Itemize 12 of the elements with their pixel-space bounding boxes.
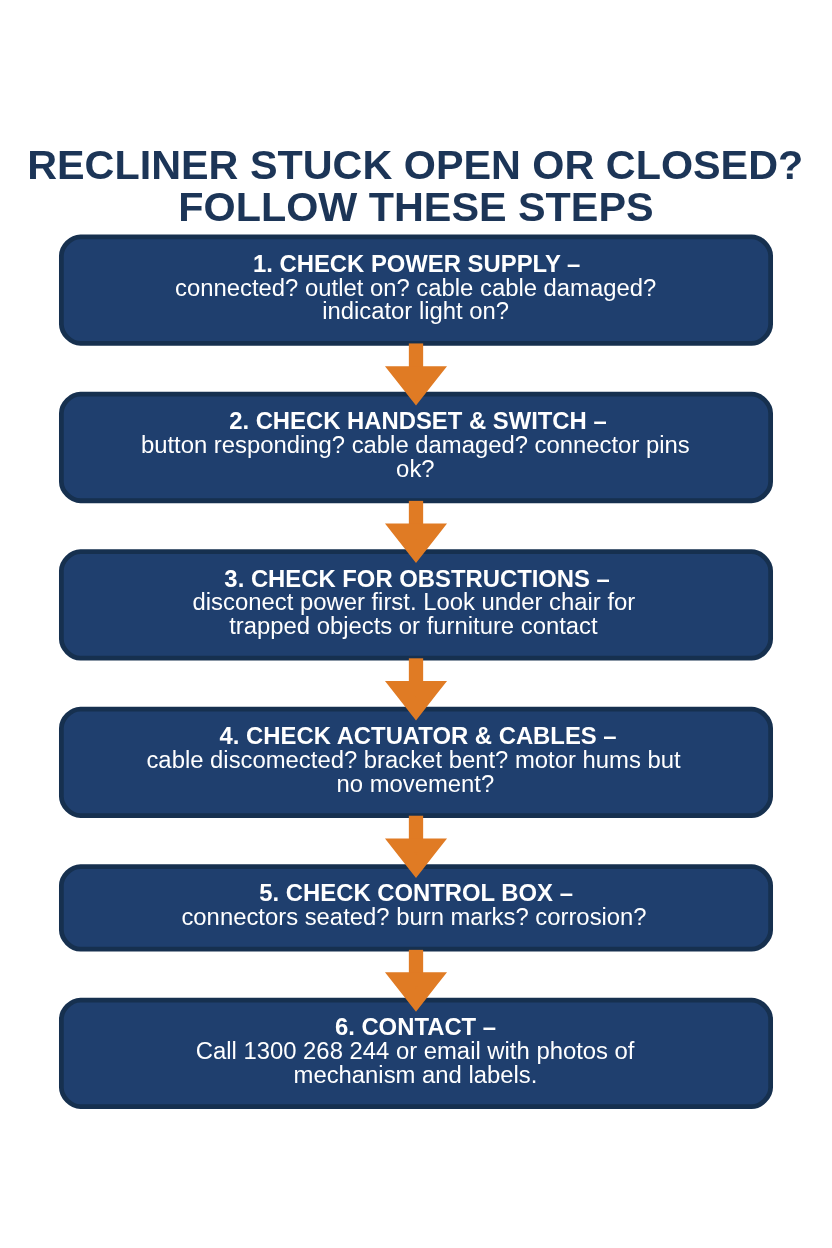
node-box: 4. CHECK ACTUATOR & CABLES – cable discomected? bracket bent? motor hums but no movement? <box>59 706 773 818</box>
node-box: 3. CHECK FOR OBSTRUCTIONS – disconect power first. Look under chair for trapped objects or furniture contact <box>59 549 773 661</box>
arrow <box>384 815 448 878</box>
node-box: 6. CONTACT – Call 1300 268 244 or email with photos of mechanism and labels. <box>59 997 773 1110</box>
node-box: 5. CHECK CONTROL BOX – connectors seated? burn marks? corrosion? <box>59 864 773 952</box>
arrow <box>384 343 448 406</box>
arrow <box>384 658 448 721</box>
node-box: 1. CHECK POWER SUPPLY – connected? outlet on? cable cable damaged? indicator light on? <box>59 234 773 346</box>
node-box: 2. CHECK HANDSET & SWITCH – button responding? cable damaged? connector pins ok? <box>59 391 773 504</box>
arrow <box>385 500 447 563</box>
arrow <box>385 949 447 1012</box>
diagram-title: RECLINER STUCK OPEN OR CLOSED? FOLLOW THESE STEPS <box>27 142 804 230</box>
